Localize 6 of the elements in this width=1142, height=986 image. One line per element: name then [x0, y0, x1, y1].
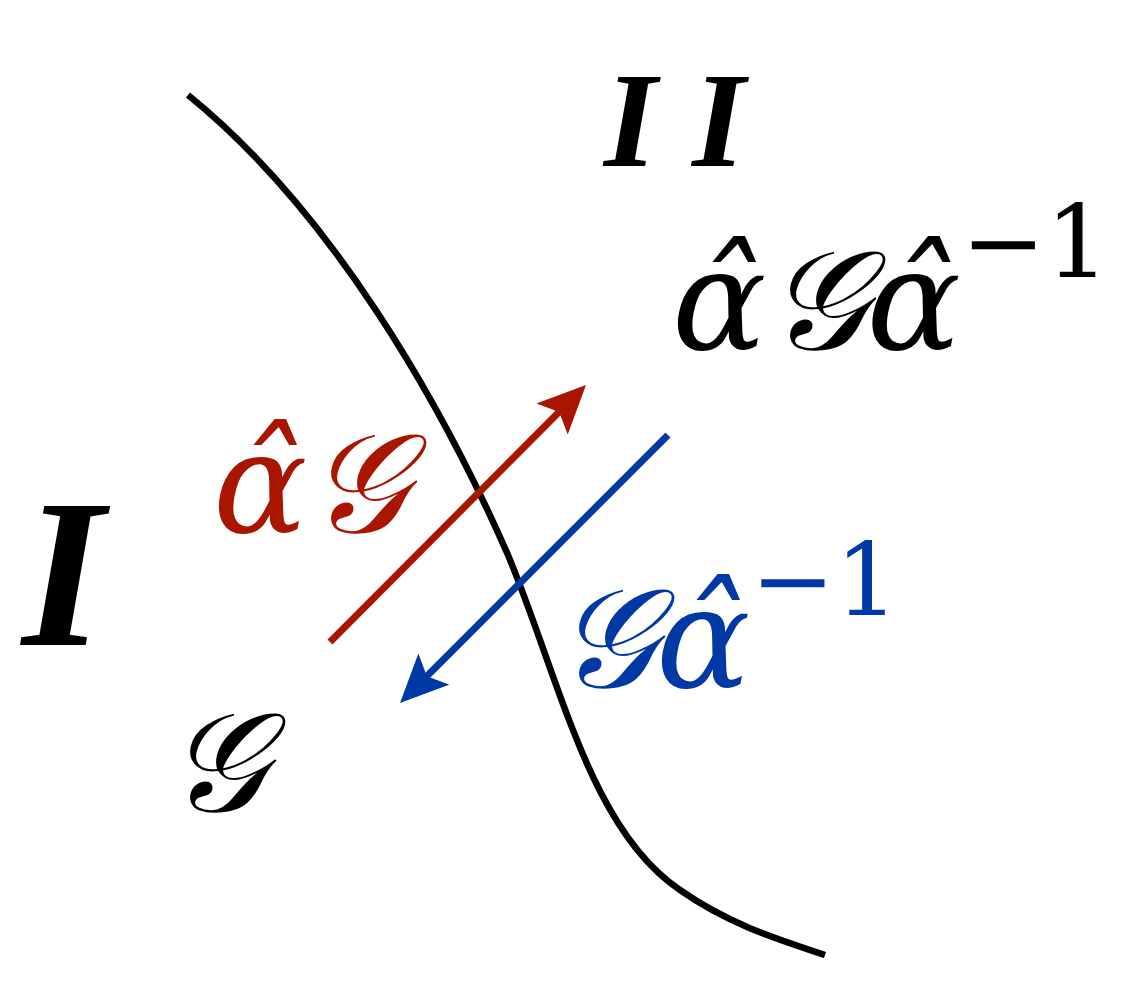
arrow: [327, 385, 586, 645]
edge-label: α̂𝒢: [201, 391, 430, 585]
region-label: I: [5, 452, 130, 697]
arrow: [400, 432, 671, 703]
math-label: 𝒢: [155, 670, 290, 864]
edge-label: 𝒢α̂$^{−1}$: [555, 520, 901, 722]
